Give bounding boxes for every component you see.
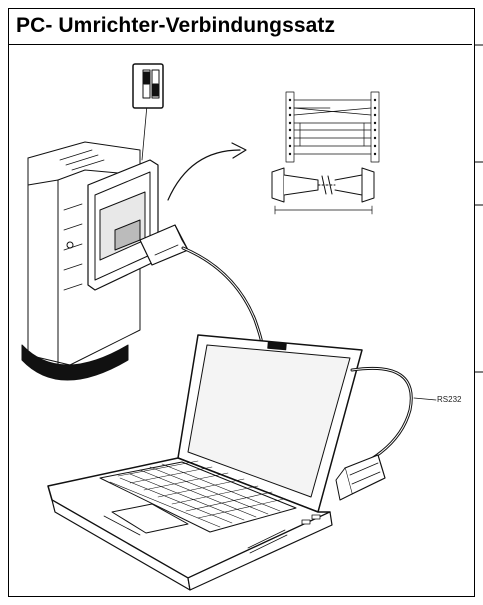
frequency-converter-drawing bbox=[21, 141, 159, 381]
serial-cable-drawing bbox=[139, 224, 264, 347]
leader-line bbox=[141, 104, 148, 161]
rs232-cable-drawing bbox=[335, 366, 437, 501]
rs232-label: RS232 bbox=[437, 395, 462, 404]
laptop-drawing bbox=[47, 334, 363, 591]
curved-arrow-icon bbox=[167, 149, 241, 201]
dip-switch-detail-drawing bbox=[132, 63, 164, 109]
page-title: PC- Umrichter-Verbindungssatz bbox=[16, 14, 336, 37]
title-cell: PC- Umrichter-Verbindungssatz bbox=[9, 9, 472, 45]
wiring-diagram-drawing bbox=[271, 91, 380, 215]
